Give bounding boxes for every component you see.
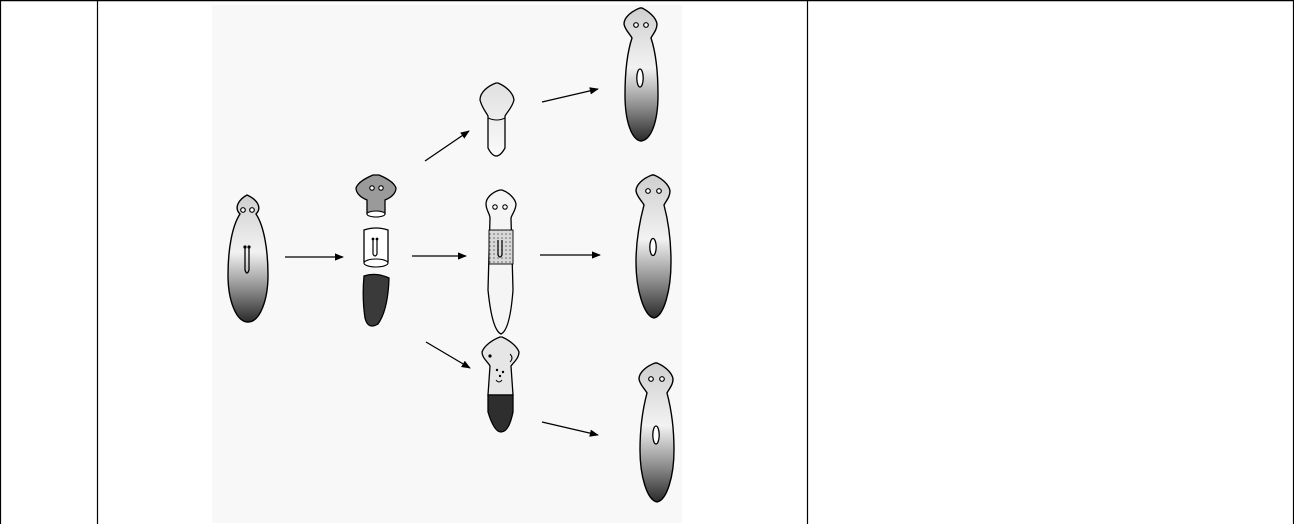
cut-middle-piece — [364, 228, 388, 267]
regenerated-worm-bottom — [639, 363, 674, 502]
regenerated-worm-middle — [636, 175, 671, 318]
regenerated-worm-top — [624, 8, 658, 141]
figure-background — [212, 5, 682, 523]
